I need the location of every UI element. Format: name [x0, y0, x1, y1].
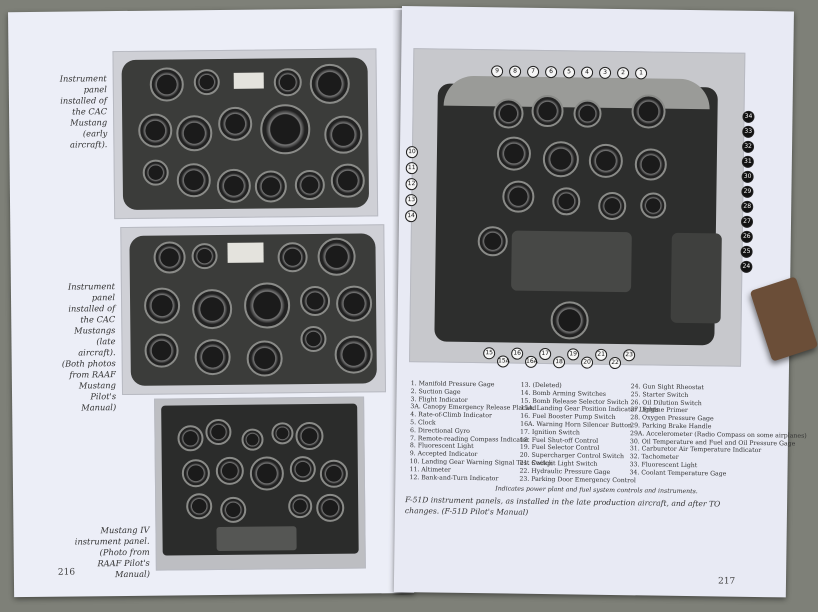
callout-marker: 15A: [496, 355, 510, 368]
instrument-panel-photo-early: [112, 48, 379, 220]
callout-marker: 16: [511, 347, 524, 360]
caption-photo-1: Instrument panel installed of the CAC Mu…: [59, 73, 108, 150]
callout-marker: 12: [405, 178, 418, 191]
callout-marker: 20: [580, 356, 594, 369]
callout-marker: 31: [741, 155, 754, 168]
callout-marker: 28: [741, 200, 754, 213]
caption-f51d: F-51D instrument panels, as installed in…: [404, 495, 721, 517]
callout-marker: 33: [742, 125, 755, 138]
callout-marker: 11: [405, 162, 418, 175]
callout-marker: 8: [509, 65, 522, 78]
left-page: Instrument panel installed of the CAC Mu…: [8, 8, 415, 598]
callout-marker: 6: [545, 66, 558, 79]
callout-marker: 27: [740, 215, 754, 228]
legend-item: 34. Coolant Temperature Gage: [629, 468, 727, 478]
f51d-cockpit-photo: [409, 48, 746, 367]
callout-marker: 24: [740, 260, 753, 273]
callout-marker: 2: [617, 67, 630, 80]
callout-marker: 1: [634, 67, 648, 80]
page-number-left: 216: [57, 567, 76, 578]
legend-item: 23. Parking Door Emergency Control: [519, 475, 636, 484]
callout-marker: 7: [527, 65, 540, 78]
callout-marker: 25: [740, 245, 753, 258]
callout-marker: 22: [608, 356, 622, 370]
callout-marker: 32: [741, 140, 755, 153]
callout-marker: 30: [741, 170, 754, 183]
callout-marker: 9: [491, 65, 504, 78]
callout-marker: 15: [483, 347, 496, 360]
callout-marker: 23: [623, 349, 636, 362]
callout-marker: 16A: [524, 355, 538, 368]
caption-photo-2: Instrument panel installed of the CAC Mu…: [61, 281, 117, 413]
callout-marker: 18: [552, 356, 566, 369]
callout-marker: 14: [404, 210, 418, 223]
legend-note: Indicates power plant and fuel system co…: [495, 485, 698, 496]
callout-marker: 10: [405, 146, 419, 159]
instrument-panel-photo-late: [120, 224, 387, 396]
callout-marker: 17: [539, 347, 552, 361]
callout-marker: 34: [742, 110, 755, 123]
mustang-iv-panel-photo: [154, 396, 366, 571]
callout-marker: 26: [740, 230, 753, 243]
caption-photo-3: Mustang IV instrument panel. (Photo from…: [74, 524, 150, 580]
legend-item: 12. Bank-and-Turn Indicator: [409, 473, 499, 482]
page-number-right: 217: [717, 576, 736, 587]
callout-marker: 29: [741, 185, 754, 198]
